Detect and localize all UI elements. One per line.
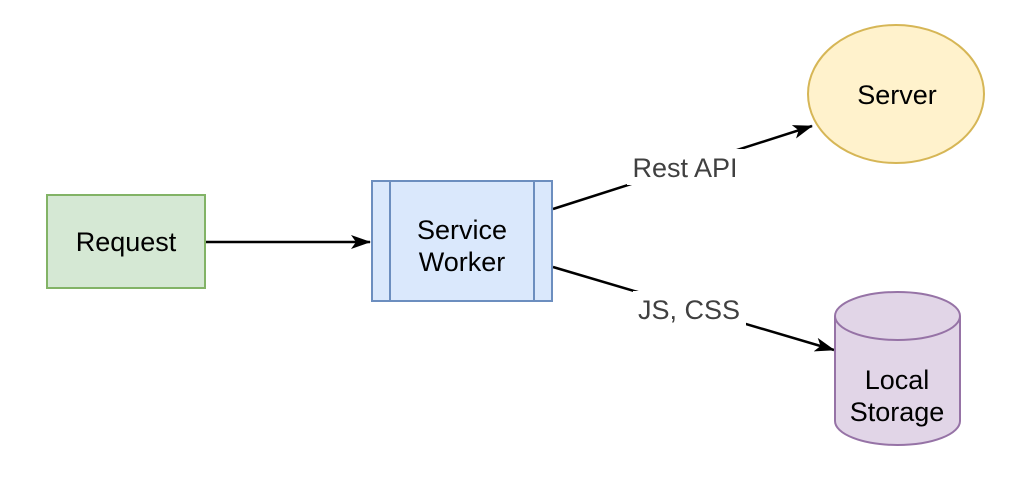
edge-label-js-css: JS, CSS [633, 291, 746, 327]
request-shape [46, 194, 206, 289]
js-css-label-bg [633, 291, 746, 327]
local-storage-label-line1: Local [865, 365, 930, 395]
service-worker-shape [371, 180, 553, 302]
service-worker-label-line2: Worker [419, 247, 506, 277]
local-storage-node: Local Storage [834, 291, 961, 446]
request-node: Request [46, 194, 206, 289]
local-storage-top [834, 291, 961, 341]
request-label: Request [76, 227, 177, 257]
rest-api-label: Rest API [632, 153, 737, 183]
server-label: Server [857, 80, 937, 110]
service-worker-node: Service Worker [371, 180, 553, 302]
server-shape [807, 24, 985, 164]
rest-api-label-bg [627, 149, 744, 185]
edge-label-rest-api: Rest API [627, 149, 744, 185]
local-storage-body [834, 316, 961, 446]
server-node: Server [807, 24, 985, 164]
service-worker-label-line1: Service [417, 215, 507, 245]
local-storage-label-line2: Storage [850, 397, 945, 427]
js-css-label: JS, CSS [638, 295, 740, 325]
